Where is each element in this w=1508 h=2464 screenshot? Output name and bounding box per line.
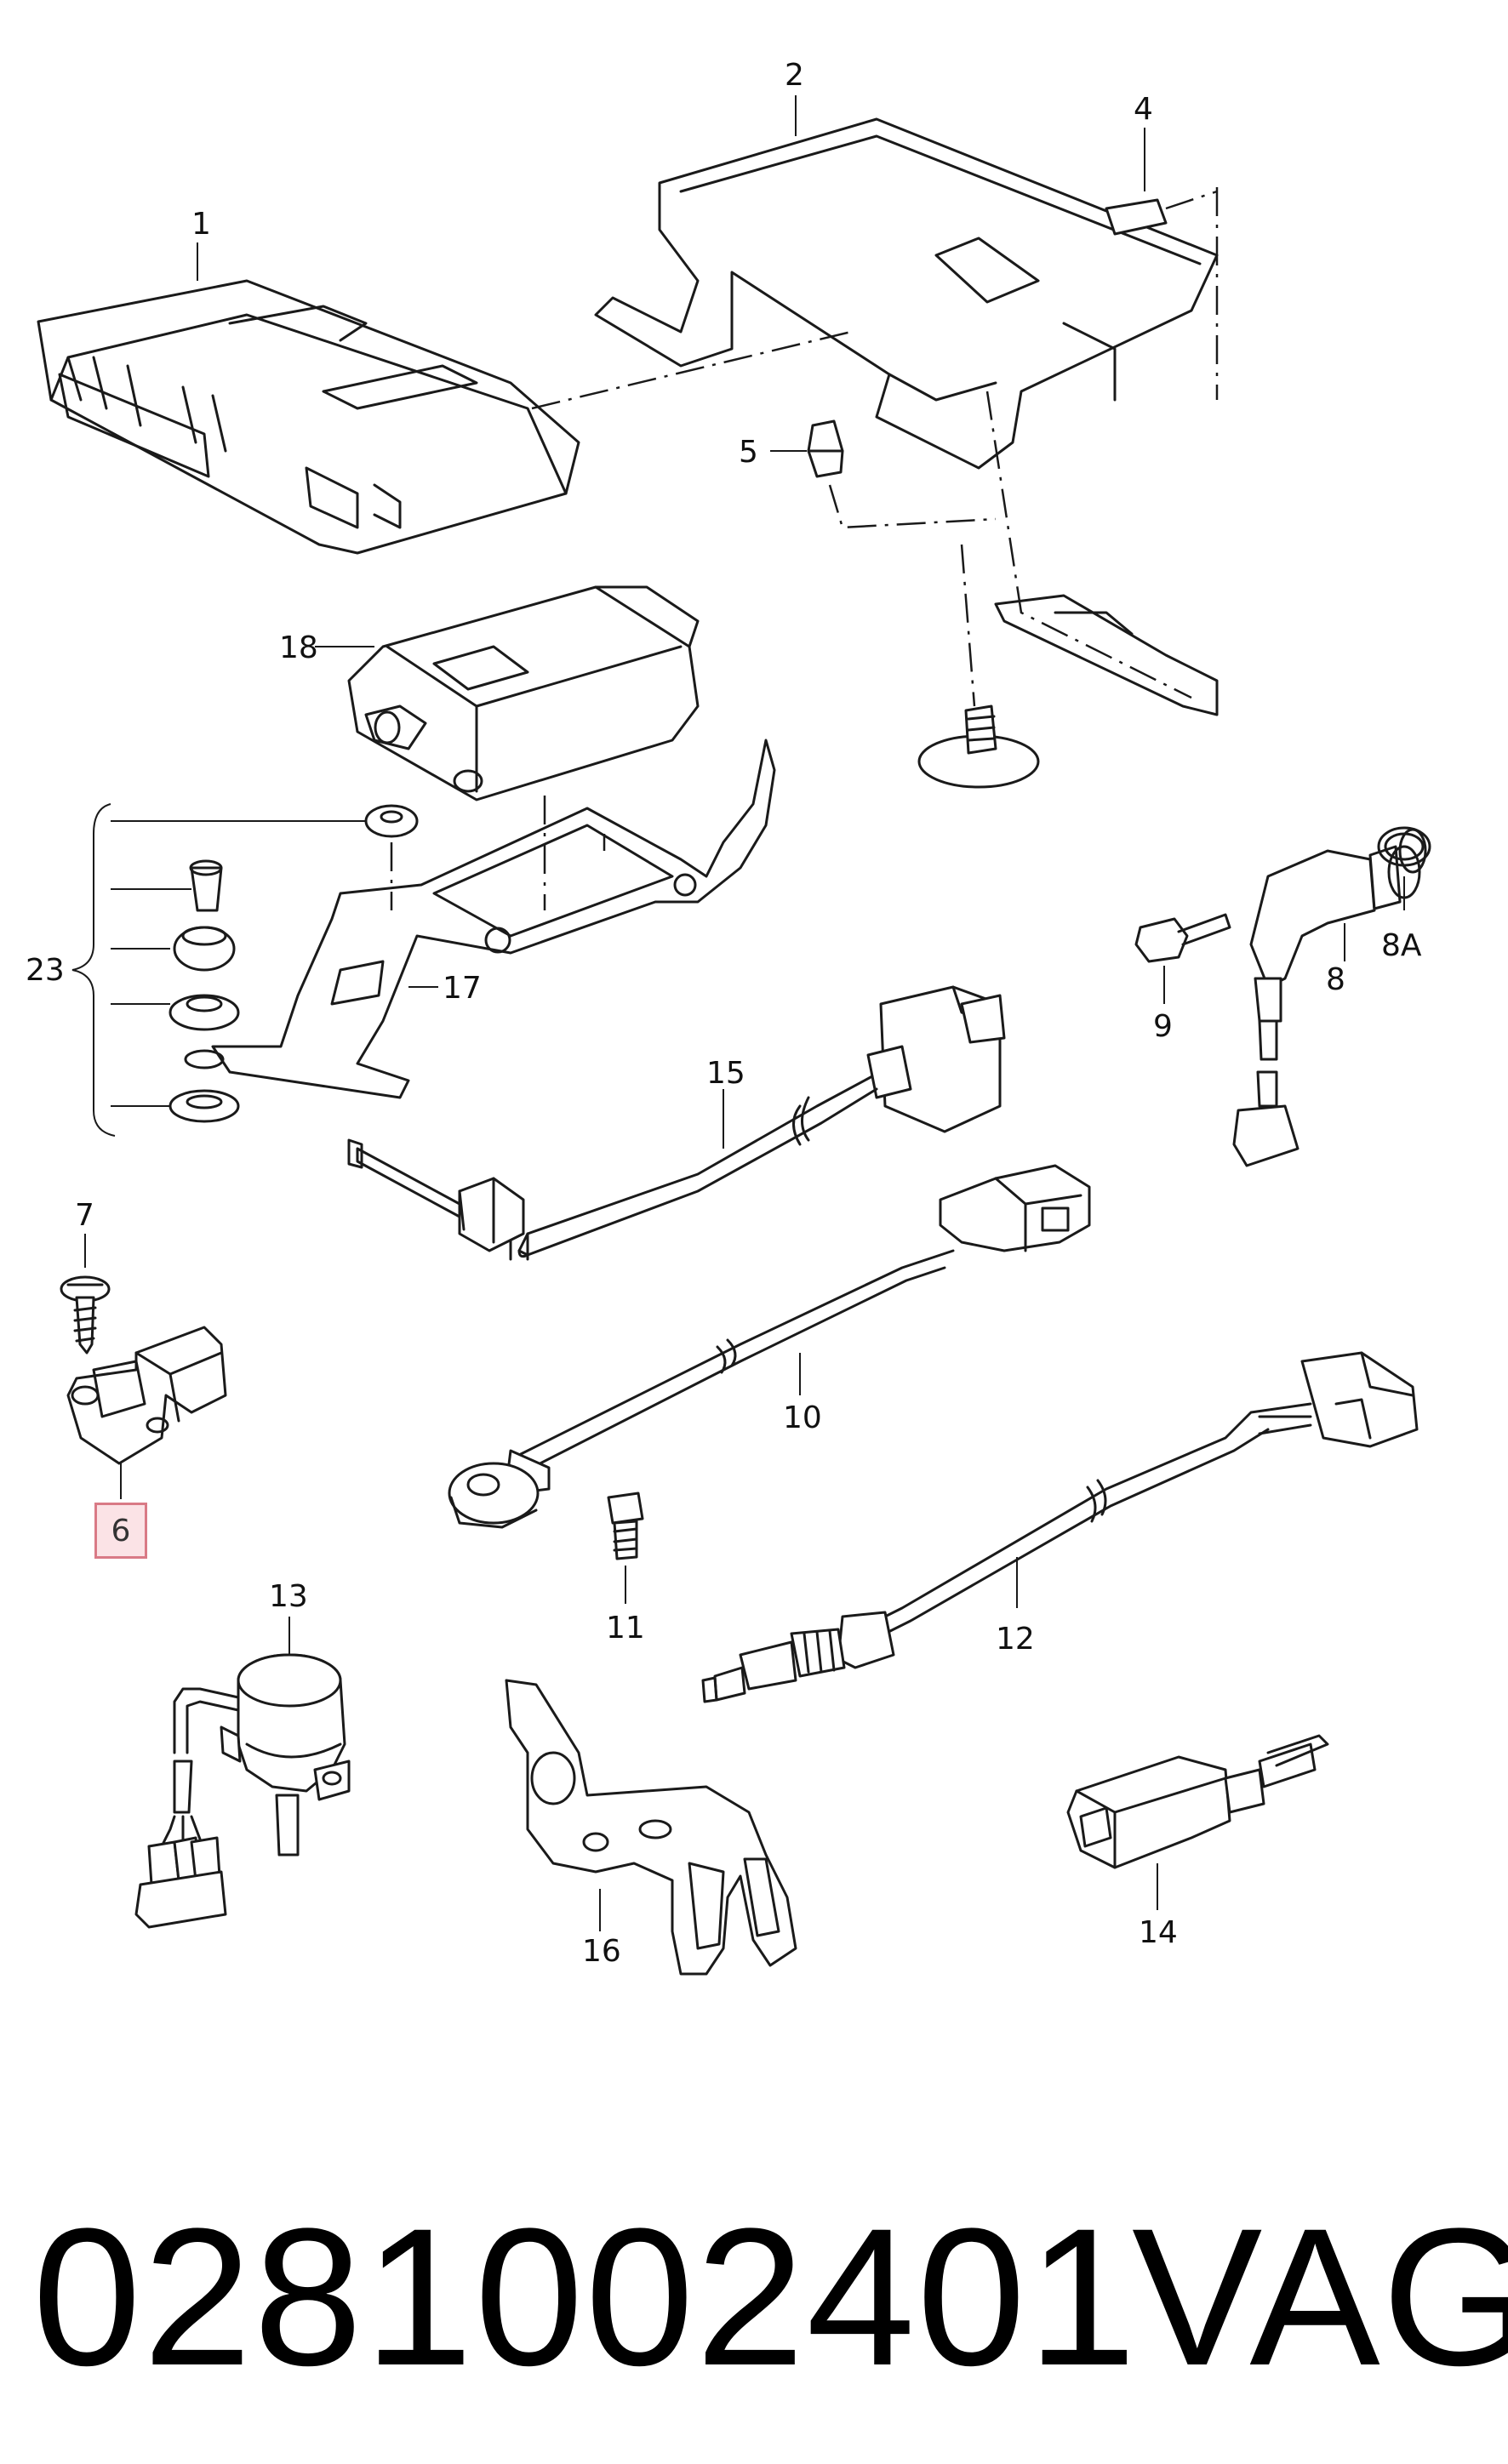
callout-12: 12 [996,1622,1035,1657]
callout-1: 1 [191,207,211,242]
part-support-bracket [505,1679,797,1976]
part-grommet-set [71,803,419,1137]
callout-14: 14 [1139,1915,1178,1950]
part-pressure-sensor [134,1617,351,1929]
callout-17: 17 [443,971,482,1006]
highlighted-part-marker [94,1503,147,1559]
brand-name: VAG [1132,2187,1508,2406]
part-knock-sensor [448,1164,1091,1529]
part-bolt-washer [917,544,1040,789]
part-number: 0281002401 [32,2187,1139,2406]
callout-23: 23 [26,953,65,988]
callout-7: 7 [75,1198,94,1233]
callout-11: 11 [606,1611,645,1646]
part-tray-edge [994,594,1219,716]
part-lambda-sensor [701,1351,1419,1703]
part-bolt [607,1492,644,1604]
part-ecu [37,279,580,555]
callout-15: 15 [706,1056,745,1091]
callout-8: 8 [1326,962,1345,997]
callout-5: 5 [739,435,758,470]
callout-4: 4 [1134,92,1153,127]
part-bracket-tray [531,117,1219,699]
part-pad [1105,128,1218,236]
part-control-module [315,585,700,801]
part-speed-sensor [1134,826,1431,1167]
part-temp-sensor [347,985,1006,1261]
part-throttle-pot [66,1326,227,1499]
callout-9: 9 [1153,1009,1173,1044]
part-screw [60,1234,111,1355]
part-mounting-plate [211,739,776,1099]
callout-2: 2 [785,58,804,93]
callout-8a: 8A [1381,928,1422,963]
callout-16: 16 [582,1934,621,1969]
part-nut [770,419,997,529]
callout-13: 13 [269,1579,308,1614]
part-brake-switch [1066,1734,1329,1910]
callout-6: 6 [111,1513,131,1549]
callout-10: 10 [783,1400,822,1435]
callout-18: 18 [279,630,318,665]
